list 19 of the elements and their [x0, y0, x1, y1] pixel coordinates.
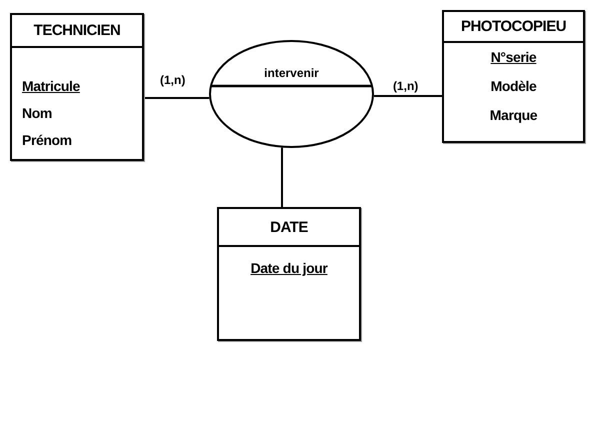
attribute-name: Prénom — [22, 132, 72, 148]
connector-line — [281, 148, 283, 207]
key-attribute: Matricule — [22, 78, 80, 94]
attribute-name: Modèle — [490, 78, 536, 94]
entity-name: PHOTOCOPIEU — [444, 12, 583, 43]
entity-name: TECHNICIEN — [12, 15, 142, 48]
entity-box — [442, 10, 585, 143]
entity-box — [217, 207, 361, 341]
connector-line — [144, 97, 210, 99]
association-name: intervenir — [264, 66, 319, 80]
cardinality-label: (1,n) — [160, 74, 186, 87]
key-attribute: Date du jour — [250, 260, 328, 276]
attribute-name: Marque — [490, 107, 538, 123]
cardinality-label: (1,n) — [392, 80, 418, 93]
entity-box — [10, 13, 144, 161]
entity-name: DATE — [219, 209, 359, 247]
connector-line — [374, 95, 442, 97]
attribute-name: Nom — [22, 105, 52, 121]
key-attribute: N°serie — [490, 49, 536, 65]
